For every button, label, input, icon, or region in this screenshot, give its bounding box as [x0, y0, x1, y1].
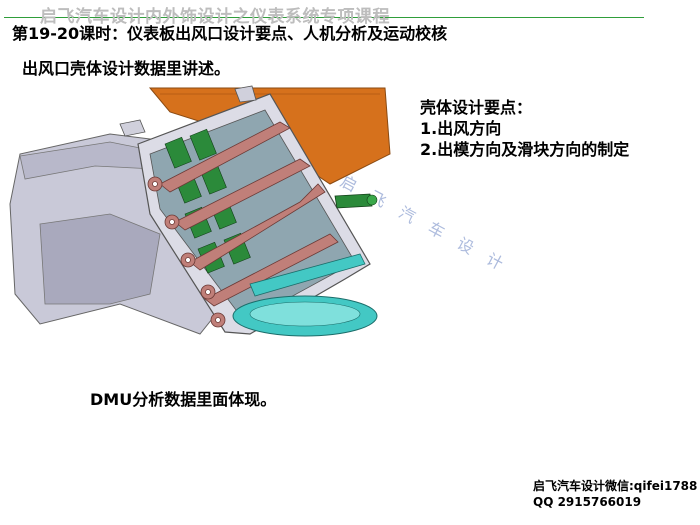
header-divider: [4, 17, 644, 18]
qq-contact: QQ 2915766019: [533, 495, 642, 509]
air-vent-housing-render: [0, 84, 392, 352]
louver-blades: [159, 121, 339, 307]
pivot-holes: [147, 176, 226, 328]
key-point-item: 2.出模方向及滑块方向的制定: [420, 140, 630, 159]
key-points: 壳体设计要点： 1.出风方向 2.出模方向及滑块方向的制定: [420, 97, 629, 160]
contact-info: 启飞汽车设计微信:qifei1788 QQ 2915766019: [533, 478, 697, 510]
lesson-title: 第19-20课时：仪表板出风口设计要点、人机分析及运动校核: [12, 24, 448, 43]
dmu-note: DMU分析数据里面体现。: [90, 390, 277, 409]
key-point-item: 1.出风方向: [420, 119, 502, 138]
wechat-contact: 启飞汽车设计微信:qifei1788: [533, 479, 698, 493]
adjuster-handle: [334, 193, 373, 209]
key-points-heading: 壳体设计要点：: [420, 98, 533, 117]
course-title: 启飞汽车设计内外饰设计之仪表系统专项课程: [40, 7, 390, 27]
slide-subtitle: 出风口壳体设计数据里讲述。: [22, 59, 231, 78]
